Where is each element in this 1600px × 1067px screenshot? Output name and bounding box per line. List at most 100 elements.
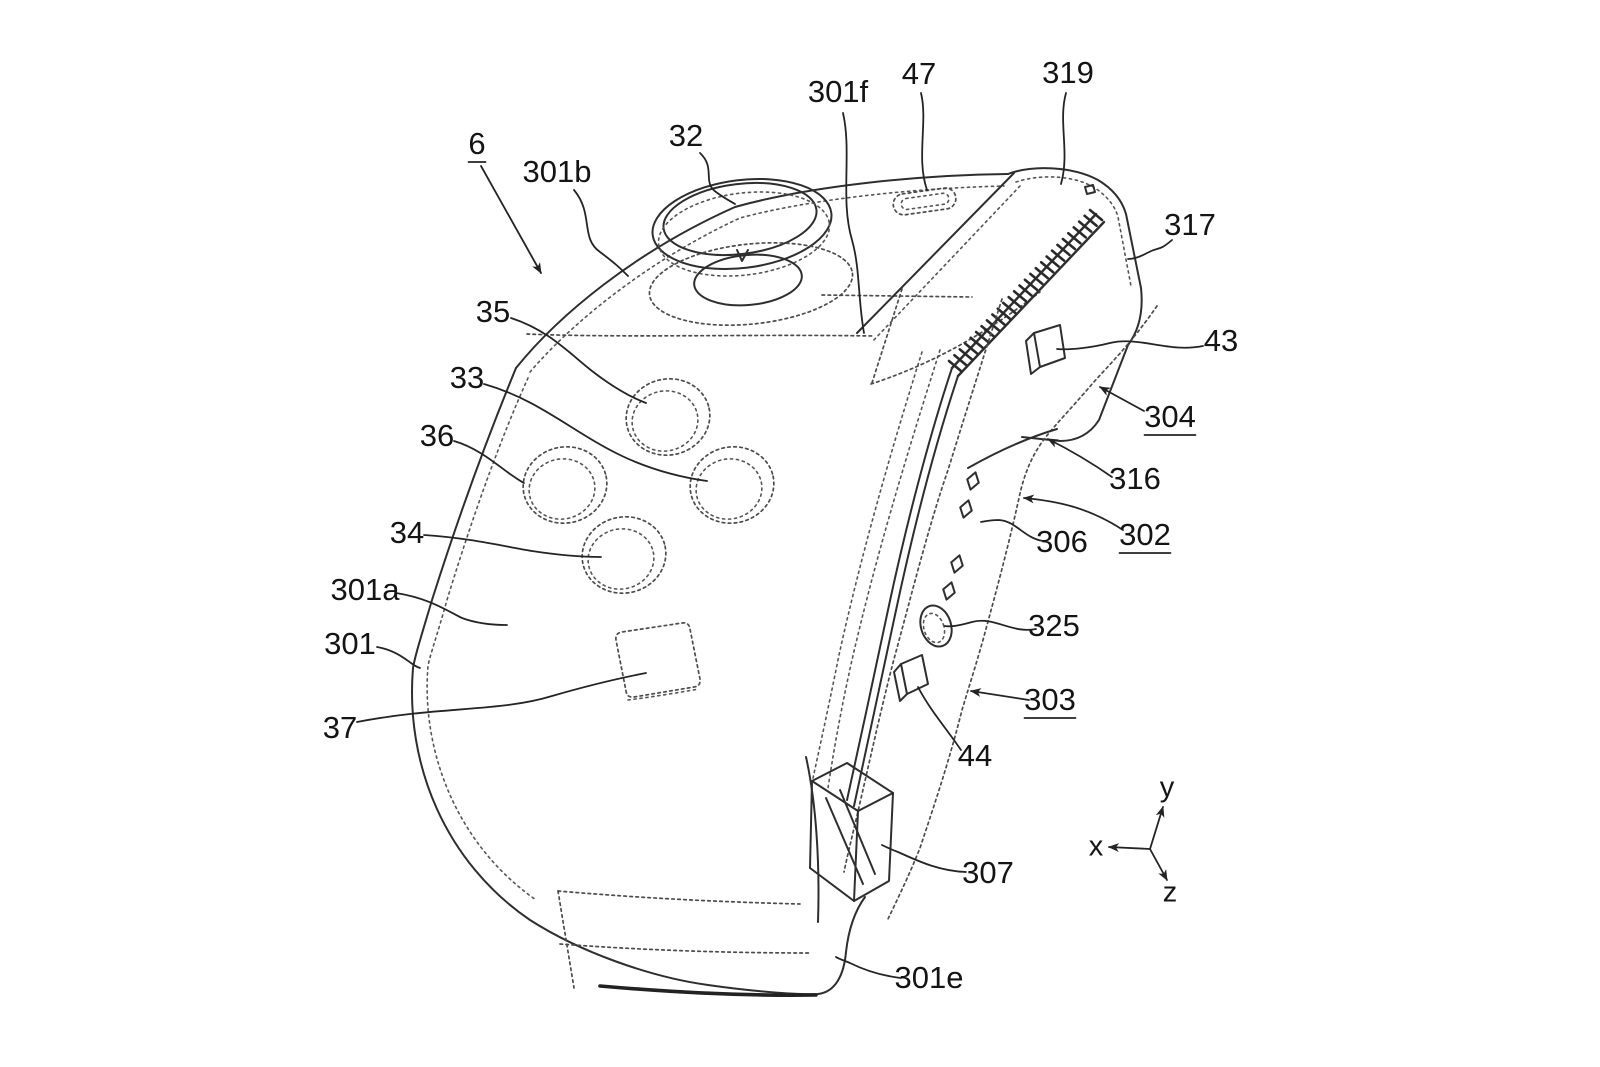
rail-hatch-stroke: [1072, 226, 1088, 239]
rail-hatch-stroke: [996, 307, 1012, 321]
face-button-33-inner: [695, 458, 763, 520]
corner-boundary-v: [870, 288, 903, 387]
rail-hatch-stroke: [1077, 220, 1093, 233]
leader-line-301a: [395, 592, 508, 626]
ref-label-317: 317: [1164, 207, 1216, 242]
face-button-36-inner: [528, 458, 596, 520]
screw-mark: [1084, 184, 1096, 195]
corner-curve-behind-block: [805, 756, 820, 923]
rail-hatch-stroke: [958, 348, 974, 361]
release-button-43: [1033, 324, 1066, 368]
rail-hatch-stroke: [974, 330, 990, 344]
rail-hatch-stroke: [953, 353, 968, 367]
rail-hatch-stroke: [991, 313, 1006, 326]
bottom-band-line-2: [559, 943, 811, 954]
strip-face-bottom-curve: [967, 428, 1058, 469]
ref-label-316: 316: [1109, 461, 1161, 496]
corner-bevel-edge-parallel: [871, 185, 1021, 343]
ref-label-302: 302: [1119, 517, 1171, 552]
axis-label-z: z: [1163, 877, 1178, 909]
rail-hatch-stroke: [985, 319, 1001, 332]
controller-drawing: [411, 167, 1158, 997]
ref-label-47: 47: [902, 56, 936, 91]
leader-line-6: [480, 165, 542, 274]
rail-hatch-stroke: [1029, 272, 1044, 286]
ref-label-6: 6: [468, 126, 485, 161]
led-diamond-2: [959, 499, 973, 519]
topface-bottom-boundary: [526, 333, 875, 337]
button-44-side: [893, 663, 908, 702]
rail-hatch-stroke: [1045, 255, 1060, 268]
lower-rail-block-stripe-1: [825, 797, 864, 885]
face-button-35-inner: [631, 390, 699, 452]
ref-label-325: 325: [1028, 608, 1080, 643]
minus-button-47-outer: [892, 187, 957, 216]
button-44: [900, 654, 929, 695]
corner-boundary-h: [821, 294, 973, 298]
rail-hatch-stroke: [1039, 260, 1055, 274]
capture-button-37: [615, 622, 701, 698]
leader-line-304: [1099, 386, 1145, 412]
rail-hatch-stroke: [1001, 301, 1017, 315]
side-chamfer-line-1: [827, 349, 941, 789]
ref-label-43: 43: [1204, 323, 1238, 358]
face-button-35-outer: [625, 377, 711, 457]
axis-label-x: x: [1089, 831, 1104, 863]
rail-groove-upper-b: [956, 220, 1106, 378]
analog-stick-rim: [657, 191, 831, 277]
leader-line-301e: [835, 956, 902, 979]
ref-label-44: 44: [958, 738, 992, 773]
accessory-boundary-dotted: [887, 305, 1158, 920]
ref-label-34: 34: [390, 515, 424, 550]
axis-line-x: [1108, 842, 1151, 852]
sync-button-325-inner: [922, 612, 946, 644]
ref-label-301e: 301e: [895, 960, 964, 995]
ref-label-306: 306: [1036, 524, 1088, 559]
ref-label-301b: 301b: [523, 154, 592, 189]
ref-label-32: 32: [669, 118, 703, 153]
leader-line-36: [453, 440, 525, 484]
ref-label-35: 35: [476, 294, 510, 329]
side-chamfer-line-2: [812, 351, 923, 779]
ref-label-301f: 301f: [808, 74, 869, 109]
face-button-33-outer: [689, 445, 775, 525]
rail-hatch-stroke: [1012, 290, 1028, 303]
rail-hatch-stroke: [1018, 284, 1033, 297]
ref-label-307: 307: [962, 855, 1014, 890]
housing-top-edge: [515, 173, 1009, 369]
rail-groove-lower-a: [846, 367, 953, 801]
bottom-band-line-1: [557, 890, 801, 905]
housing-bottom-edge: [598, 984, 818, 997]
lower-rail-block-right: [853, 792, 894, 902]
rail-hatch-stroke: [1050, 249, 1066, 262]
leader-line-303: [970, 688, 1030, 701]
ref-label-303: 303: [1024, 682, 1076, 717]
leader-line-33: [483, 383, 708, 482]
leader-line-301: [376, 646, 421, 669]
lower-rail-block-stripe-2: [839, 789, 876, 875]
reference-labels: 6 301b 32 301f 47 319 317 43 304 316 302 306 325 303 4…: [323, 55, 1238, 995]
housing-outline: [411, 367, 866, 996]
leader-line-47: [920, 92, 928, 191]
analog-stick-skirt: [648, 241, 854, 327]
rail-hatch-stroke: [1067, 231, 1082, 245]
ref-label-304: 304: [1144, 399, 1196, 434]
bottom-band-slant: [557, 890, 575, 989]
axis-line-y: [1149, 806, 1165, 850]
lower-rail-block-left: [809, 780, 859, 902]
rail-groove-lower-b: [853, 375, 959, 807]
release-button-43-side: [1025, 332, 1041, 375]
leader-line-44: [917, 686, 962, 751]
leader-line-37: [356, 672, 647, 723]
led-diamond-4: [942, 581, 956, 601]
leader-line-34: [423, 534, 602, 558]
ref-label-319: 319: [1042, 55, 1094, 90]
led-diamond-1: [966, 471, 980, 491]
rail-hatch-stroke: [1007, 295, 1022, 309]
leader-line-301b: [573, 189, 629, 277]
ref-label-33: 33: [450, 360, 484, 395]
housing-top-edge-inner: [529, 185, 1005, 373]
side-strip-inner-dotted: [843, 298, 1003, 873]
led-diamond-3: [950, 554, 964, 574]
